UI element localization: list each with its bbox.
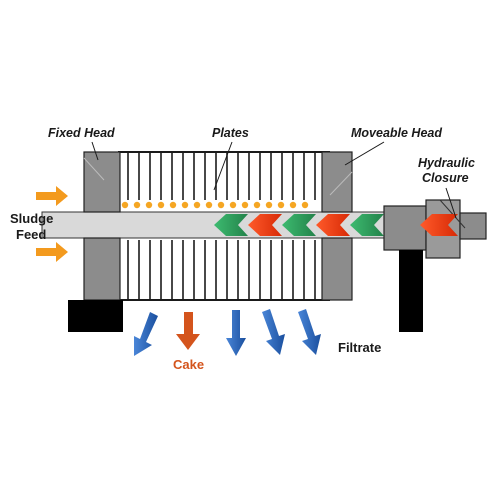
moveable-head-label: Moveable Head <box>351 126 442 140</box>
cake-arrow <box>176 312 200 350</box>
green-chevron-1 <box>214 214 248 236</box>
moveable-head-lower <box>321 237 353 301</box>
green-chevron-2 <box>282 214 316 236</box>
filtrate-arrow-2 <box>226 310 246 356</box>
filtrate-arrow-3 <box>262 309 285 355</box>
chevrons <box>214 214 458 236</box>
filtrate-arrow-4 <box>298 309 321 355</box>
feed-arrow-top <box>36 186 68 206</box>
fixed-head-lower <box>83 237 121 301</box>
feed-arrow-bottom <box>36 242 68 262</box>
fixed-head-pointer <box>91 141 99 161</box>
moveable-head <box>321 151 353 213</box>
moveable-head-pointer <box>344 141 385 166</box>
left-support <box>68 300 123 332</box>
cake-label: Cake <box>173 357 204 372</box>
fixed-head <box>83 151 121 213</box>
sludge-label-line1: Sludge <box>10 211 53 226</box>
hydraulic-label-line2: Closure <box>422 171 469 185</box>
sludge-dots <box>121 201 309 209</box>
red-chevron-3 <box>420 214 458 236</box>
filtrate-label: Filtrate <box>338 340 381 355</box>
red-chevron-1 <box>248 214 282 236</box>
plates-top <box>127 152 316 200</box>
hydraulic-end-cap <box>459 212 487 240</box>
plates-label: Plates <box>212 126 249 140</box>
sludge-label-line2: Feed <box>16 227 46 242</box>
plates-bottom <box>127 240 316 300</box>
red-chevron-2 <box>316 214 350 236</box>
plates-pointer <box>213 141 233 191</box>
green-chevron-3 <box>350 214 384 236</box>
fixed-head-label: Fixed Head <box>48 126 115 140</box>
hydraulic-cylinder <box>383 205 427 251</box>
hydraulic-label-line1: Hydraulic <box>418 156 475 170</box>
filtrate-arrow-1 <box>134 312 158 356</box>
moveable-head-shade <box>329 171 353 196</box>
fixed-head-shade <box>83 157 105 181</box>
right-support <box>399 250 423 332</box>
hydraulic-pointer <box>445 187 457 219</box>
